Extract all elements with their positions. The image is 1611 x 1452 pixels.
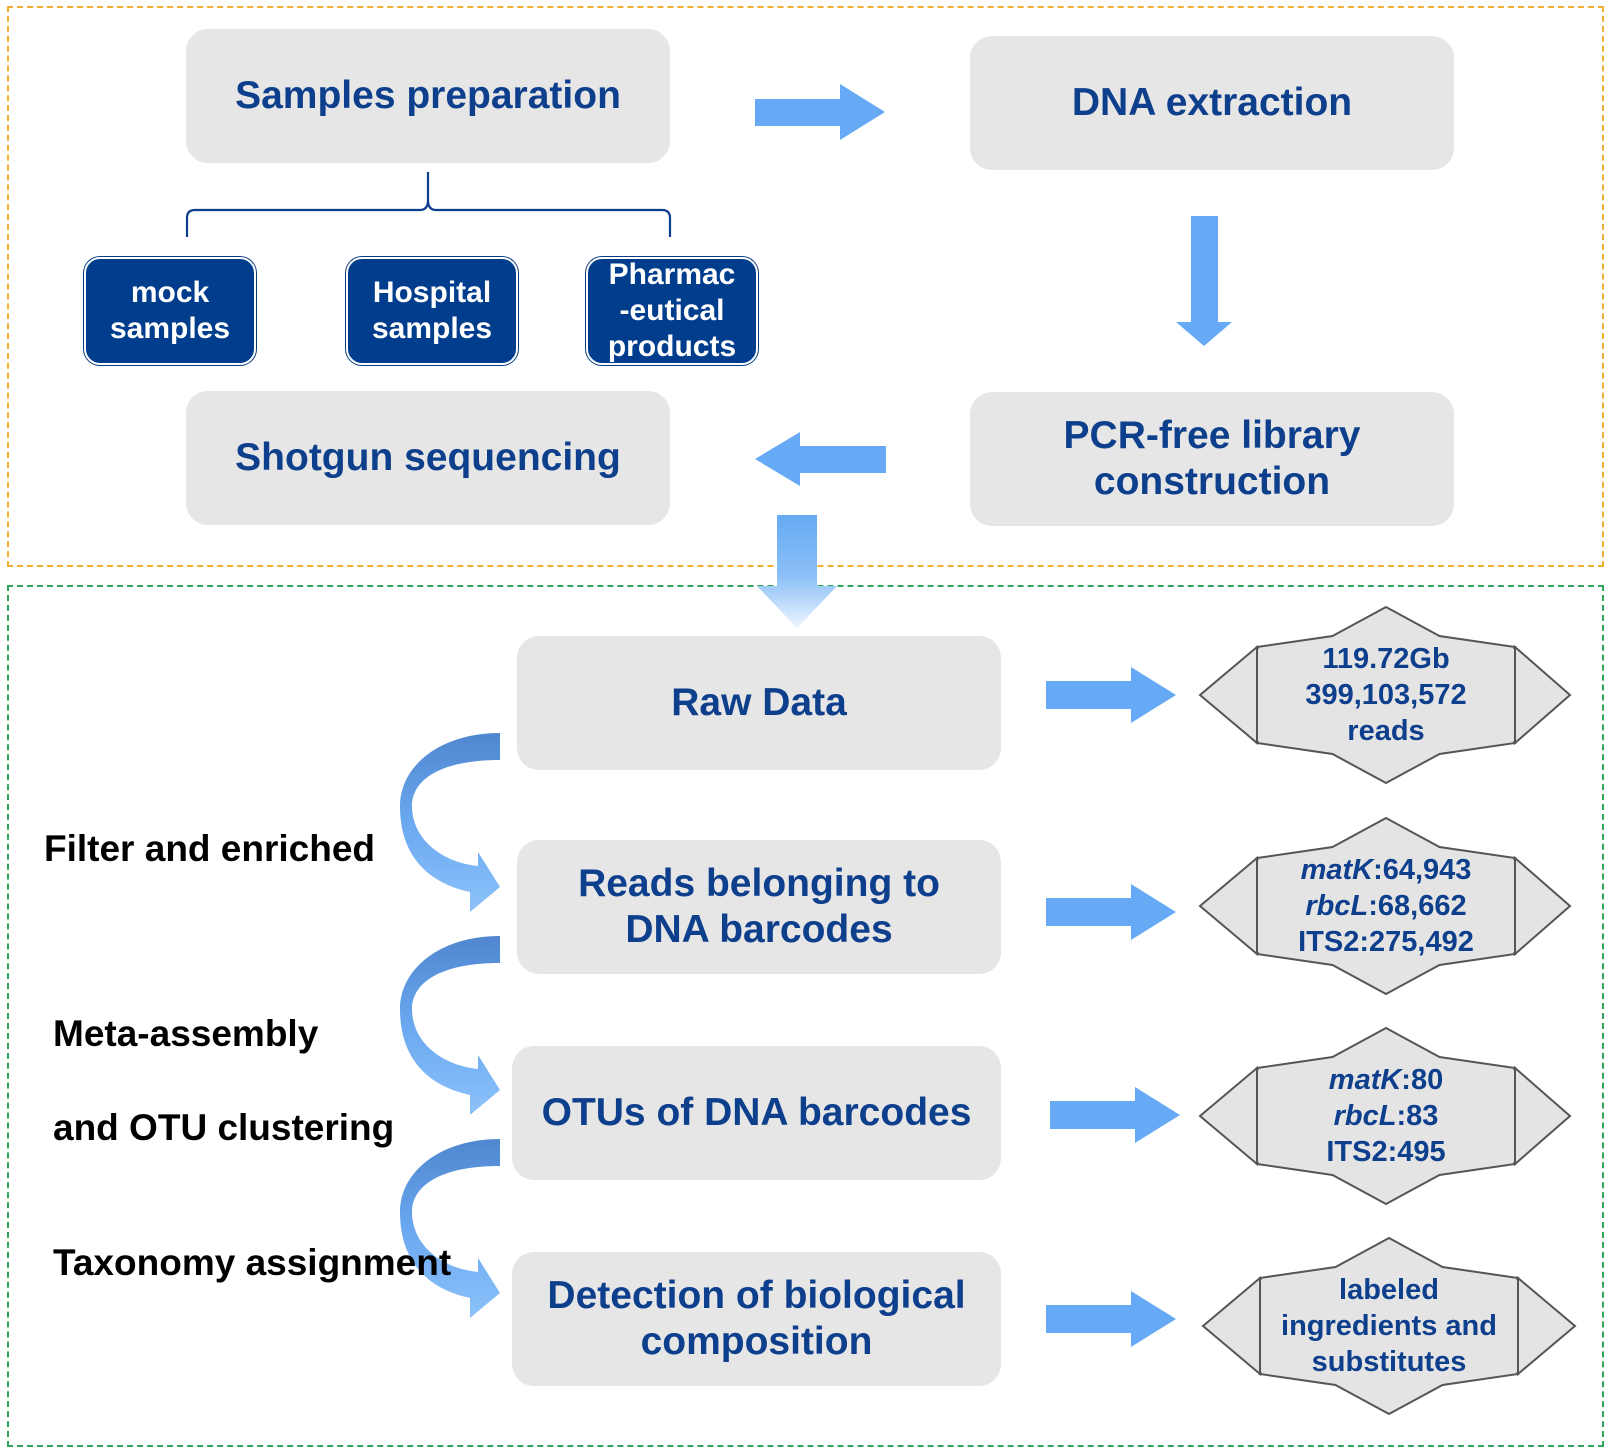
star-spike-right — [1514, 1065, 1572, 1167]
raw-data-label: Raw Data — [671, 681, 847, 724]
rbcl-gene-name: rbcL — [1305, 890, 1369, 922]
star-fill-patch — [1261, 1280, 1517, 1372]
star-spike-left — [1198, 644, 1258, 746]
curved-arrow-icon — [400, 1139, 500, 1318]
samples-preparation-box: Samples preparation — [186, 29, 670, 163]
detection-box: Detection of biological composition — [512, 1252, 1001, 1386]
star-spike-right — [1514, 855, 1572, 957]
matk-gene-name: matK — [1300, 854, 1374, 886]
rbcl-otu-count: :83 — [1396, 1100, 1439, 1132]
raw-stats-line3: reads — [1347, 715, 1425, 747]
pcr-free-library-box: PCR-free library construction — [970, 392, 1454, 526]
samples-preparation-label: Samples preparation — [235, 74, 621, 117]
detection-label-line2: composition — [640, 1320, 873, 1363]
sample-type-line1: mock — [130, 276, 210, 309]
otus-matk-row: matK:80 — [1329, 1062, 1443, 1098]
arrow-right-icon — [1046, 884, 1176, 940]
rbcl-count: :68,662 — [1368, 890, 1467, 922]
detection-result-line1: labeled — [1339, 1274, 1439, 1306]
arrow-left-icon — [755, 432, 886, 486]
step-taxonomy-label: Taxonomy assignment — [53, 1192, 451, 1286]
pcr-free-label-line1: PCR-free library — [1063, 414, 1361, 457]
dna-extraction-box: DNA extraction — [970, 36, 1454, 170]
matk-count: :64,943 — [1373, 854, 1472, 886]
sample-type-line2: -eutical — [619, 294, 725, 327]
otus-stats-badge: matK:80 rbcL:83 ITS2:495 — [1256, 1033, 1516, 1199]
detection-result-line2: ingredients and — [1281, 1310, 1497, 1342]
arrow-right-icon — [1046, 1291, 1176, 1347]
sample-type-line1: Pharmac — [608, 258, 736, 291]
matk-gene-name: matK — [1328, 1064, 1402, 1096]
raw-stats-line1: 119.72Gb — [1322, 643, 1450, 675]
star-fill-patch — [1258, 860, 1514, 952]
shotgun-sequencing-label: Shotgun sequencing — [235, 436, 621, 479]
star-spike-left — [1198, 855, 1258, 957]
arrow-right-icon — [755, 84, 885, 140]
otus-its2-row: ITS2:495 — [1326, 1136, 1446, 1168]
star-fill-patch — [1258, 1070, 1514, 1162]
reads-label-line1: Reads belonging to — [578, 862, 940, 905]
sample-type-mock: mock samples — [84, 257, 256, 365]
rbcl-gene-name: rbcL — [1333, 1100, 1397, 1132]
otus-rbcl-row: rbcL:83 — [1334, 1098, 1439, 1134]
reads-dna-barcodes-box: Reads belonging to DNA barcodes — [517, 840, 1001, 974]
star-spike-left — [1201, 1275, 1261, 1377]
shotgun-sequencing-box: Shotgun sequencing — [186, 391, 670, 525]
star-spike-left — [1198, 1065, 1258, 1167]
step-meta-line2: and OTU clustering — [53, 1107, 395, 1148]
raw-data-stats-badge: 119.72Gb 399,103,572 reads — [1256, 612, 1516, 778]
sample-type-line1: Hospital — [372, 276, 492, 309]
sample-type-line2: samples — [109, 312, 231, 345]
raw-stats-line2: 399,103,572 — [1305, 679, 1467, 711]
detection-label-line1: Detection of biological — [547, 1274, 966, 1317]
arrow-down-icon — [1176, 216, 1232, 346]
sample-type-pharmaceutical: Pharmac -eutical products — [586, 257, 758, 365]
pcr-free-label-line2: construction — [1093, 460, 1331, 503]
step-filter-text: Filter and enriched — [44, 828, 376, 869]
star-spike-right — [1514, 644, 1572, 746]
step-meta-line1: Meta-assembly — [53, 1013, 319, 1054]
step-meta-assembly-label: Meta-assembly and OTU clustering — [53, 963, 394, 1198]
star-spike-right — [1517, 1275, 1577, 1377]
sample-type-line3: products — [607, 330, 737, 363]
reads-rbcl-row: rbcL:68,662 — [1305, 888, 1466, 924]
sample-type-line2: samples — [371, 312, 493, 345]
raw-data-box: Raw Data — [517, 636, 1001, 770]
reads-label-line2: DNA barcodes — [625, 908, 893, 951]
detection-result-line3: substitutes — [1311, 1346, 1467, 1378]
sample-types-brace — [185, 172, 672, 237]
star-fill-patch — [1258, 649, 1514, 741]
reads-its2-row: ITS2:275,492 — [1298, 926, 1474, 958]
arrow-right-icon — [1046, 667, 1176, 723]
step-filter-label: Filter and enriched — [44, 778, 375, 872]
arrow-right-icon — [1050, 1087, 1180, 1143]
dna-extraction-label: DNA extraction — [1071, 81, 1353, 124]
sample-type-hospital: Hospital samples — [346, 257, 518, 365]
matk-otu-count: :80 — [1401, 1064, 1444, 1096]
arrow-down-gradient-icon — [757, 515, 837, 628]
reads-matk-row: matK:64,943 — [1301, 852, 1472, 888]
curved-arrow-icon — [400, 733, 500, 912]
otus-box: OTUs of DNA barcodes — [512, 1046, 1001, 1180]
reads-stats-badge: matK:64,943 rbcL:68,662 ITS2:275,492 — [1256, 823, 1516, 989]
step-taxonomy-text: Taxonomy assignment — [53, 1242, 452, 1283]
curved-arrow-icon — [400, 936, 500, 1115]
detection-result-badge: labeled ingredients and substitutes — [1259, 1243, 1519, 1409]
otus-label: OTUs of DNA barcodes — [541, 1091, 972, 1134]
